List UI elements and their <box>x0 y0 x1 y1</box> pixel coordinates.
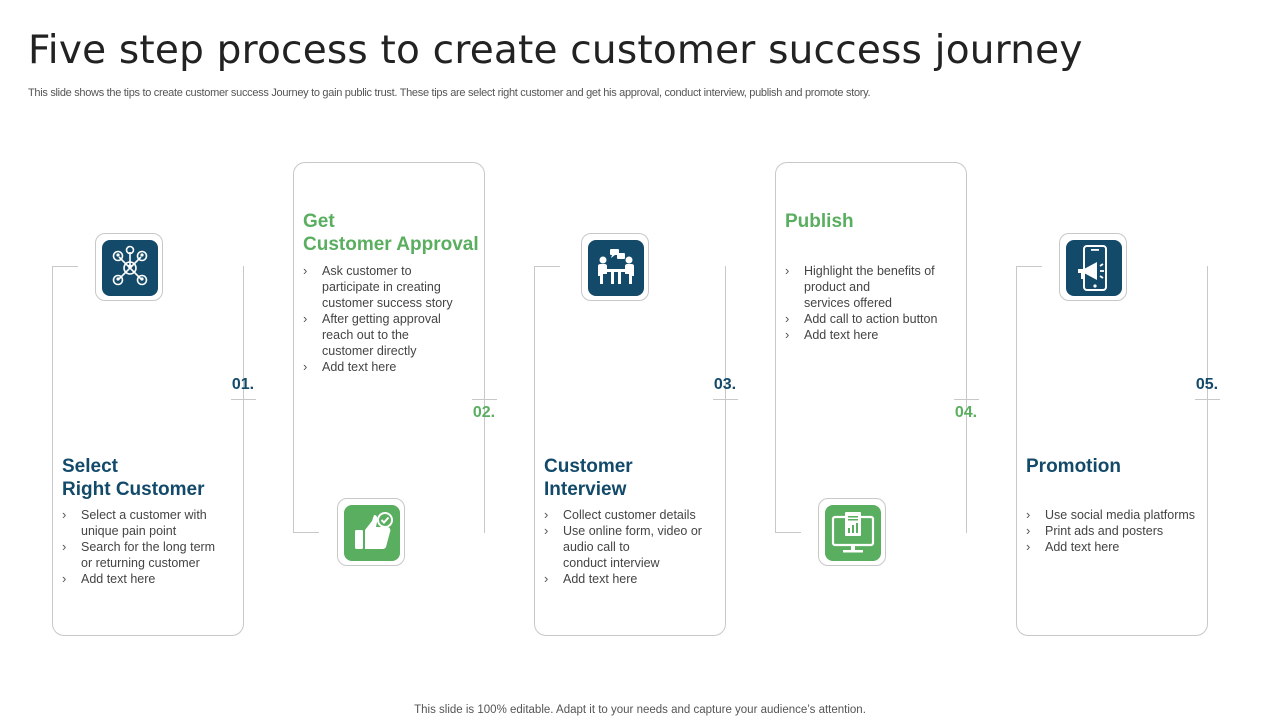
step-3-number-tick <box>713 399 738 400</box>
step-5-frame <box>1016 266 1208 636</box>
network-icon <box>112 245 148 286</box>
slide-footer: This slide is 100% editable. Adapt it to… <box>414 704 866 716</box>
step-1-heading: Select Right Customer <box>62 455 205 501</box>
step-5-number-tick <box>1195 399 1220 400</box>
step-5-number: 05. <box>1195 376 1219 393</box>
step-3-bullets: ›Collect customer details ›Use online fo… <box>544 507 724 587</box>
step-3-icon-box <box>581 233 649 301</box>
step-1-heading-line-1: Select <box>62 456 118 477</box>
chevron-right-icon: › <box>62 539 67 554</box>
chevron-right-icon: › <box>785 311 790 326</box>
step-4-icon-box <box>818 498 886 566</box>
step-3-heading-line-2: Interview <box>544 479 627 500</box>
interview-icon <box>598 249 634 284</box>
step-1-number: 01. <box>231 376 255 393</box>
step-4-number: 04. <box>954 404 978 421</box>
chevron-right-icon: › <box>303 311 308 326</box>
step-3-frame <box>534 266 726 636</box>
step-2-number: 02. <box>472 404 496 421</box>
chevron-right-icon: › <box>303 263 308 278</box>
monitor-report-icon <box>831 512 875 553</box>
chevron-right-icon: › <box>785 327 790 342</box>
step-3-heading-line-1: Customer <box>544 456 633 477</box>
list-item: ›Ask customer to participate in creating… <box>303 263 453 310</box>
thumbs-up-icon <box>355 512 393 549</box>
step-4-heading: Publish <box>785 210 854 233</box>
step-1-heading-line-2: Right Customer <box>62 479 205 500</box>
list-item: ›Collect customer details <box>544 507 696 522</box>
step-4-frame <box>775 162 967 533</box>
step-1-bullets: ›Select a customer with unique pain poin… <box>62 507 242 587</box>
step-1-frame-tick <box>52 266 78 267</box>
step-2-frame <box>293 162 485 533</box>
list-item: ›Add text here <box>785 327 879 342</box>
list-item: ›Add text here <box>303 359 397 374</box>
slide-subtitle: This slide shows the tips to create cust… <box>28 87 871 99</box>
step-3-frame-tick <box>534 266 560 267</box>
step-5-icon-box <box>1059 233 1127 301</box>
chevron-right-icon: › <box>544 507 549 522</box>
list-item: ›Add text here <box>62 571 156 586</box>
chevron-right-icon: › <box>1026 539 1031 554</box>
step-2-bullets: ›Ask customer to participate in creating… <box>303 263 483 375</box>
list-item: ›Search for the long term or returning c… <box>62 539 216 570</box>
list-item: ›Add call to action button <box>785 311 938 326</box>
list-item: ›Select a customer with unique pain poin… <box>62 507 207 538</box>
step-2-icon-box <box>337 498 405 566</box>
step-2-number-tick <box>472 399 497 400</box>
step-2-heading-line-1: Get <box>303 211 335 232</box>
step-4-number-tick <box>954 399 979 400</box>
step-5-frame-tick <box>1016 266 1042 267</box>
step-3-heading: Customer Interview <box>544 455 633 501</box>
step-5-bullets: ›Use social media platforms ›Print ads a… <box>1026 507 1211 555</box>
list-item: ›Highlight the benefits of product and s… <box>785 263 935 310</box>
chevron-right-icon: › <box>785 263 790 278</box>
step-4-bullets: ›Highlight the benefits of product and s… <box>785 263 965 343</box>
chevron-right-icon: › <box>303 359 308 374</box>
chevron-right-icon: › <box>544 571 549 586</box>
slide-title: Five step process to create customer suc… <box>28 28 1083 73</box>
list-item: ›Use online form, video or audio call to… <box>544 523 702 570</box>
step-2-heading-line-2: Customer Approval <box>303 234 479 255</box>
step-4-heading-line-1: Publish <box>785 211 854 232</box>
step-4-frame-tick <box>775 532 801 533</box>
chevron-right-icon: › <box>1026 507 1031 522</box>
step-1-icon-box <box>95 233 163 301</box>
chevron-right-icon: › <box>544 523 549 538</box>
step-2-frame-tick <box>293 532 319 533</box>
phone-megaphone-icon <box>1078 245 1107 291</box>
list-item: ›Add text here <box>544 571 638 586</box>
chevron-right-icon: › <box>1026 523 1031 538</box>
step-1-number-tick <box>231 399 256 400</box>
step-2-heading: Get Customer Approval <box>303 210 479 256</box>
list-item: ›Print ads and posters <box>1026 523 1164 538</box>
list-item: ›After getting approval reach out to the… <box>303 311 441 358</box>
list-item: ›Add text here <box>1026 539 1120 554</box>
list-item: ›Use social media platforms <box>1026 507 1196 522</box>
step-1-frame <box>52 266 244 636</box>
chevron-right-icon: › <box>62 507 67 522</box>
step-3-number: 03. <box>713 376 737 393</box>
step-5-heading: Promotion <box>1026 455 1121 478</box>
step-5-heading-line-1: Promotion <box>1026 456 1121 477</box>
chevron-right-icon: › <box>62 571 67 586</box>
